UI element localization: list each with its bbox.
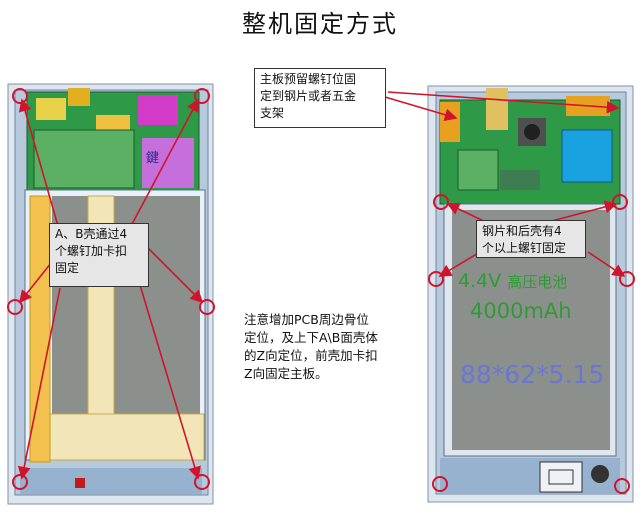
- right-camera-part: [486, 88, 508, 130]
- callout-pcb-positioning-note: 注意增加PCB周边骨位 定位，及上下A\B面壳体 的Z向定位，前壳加卡扣 Z向固…: [244, 312, 378, 381]
- right-ic-chip: [457, 149, 499, 191]
- screw-marker-bottom-right: [194, 474, 210, 490]
- right-camera-lens: [524, 124, 540, 140]
- arrow-to-clip-right: [139, 239, 204, 304]
- left-camera-block: [68, 88, 90, 106]
- arrow-to-plate-screw-mr: [587, 251, 626, 277]
- screw-marker-top-left: [12, 88, 28, 104]
- left-flex-base: [35, 413, 205, 461]
- plate-screw-marker-tl: [433, 194, 449, 210]
- left-board-lower: [33, 129, 135, 189]
- right-speaker-box: [539, 461, 583, 493]
- battery-voltage-label: 4.4V 高压电池: [458, 270, 567, 292]
- right-sim-tray: [561, 129, 613, 183]
- battery-dimensions-label: 88*62*5.15: [460, 360, 605, 389]
- plate-screw-marker-tr: [612, 194, 628, 210]
- plate-screw-marker-bl: [432, 476, 448, 492]
- page-title: 整机固定方式: [242, 10, 398, 38]
- battery-capacity-label: 4000mAh: [470, 299, 572, 323]
- clip-marker-right: [199, 299, 215, 315]
- arrow-to-plate-screw-ml: [438, 251, 481, 277]
- callout-board-screw-positions: 主板预留螺钉位固 定到钢片或者五金 支架: [254, 68, 386, 128]
- arrow-to-board-screw-right: [387, 91, 620, 114]
- shield-can-label: 鍵: [146, 150, 159, 166]
- plate-screw-marker-ml: [428, 271, 444, 287]
- right-phone: [367, 85, 635, 503]
- screw-marker-top-right: [194, 88, 210, 104]
- left-connector: [36, 98, 66, 120]
- battery-voltage: 4.4V: [458, 270, 502, 292]
- left-magenta-component: [138, 95, 178, 125]
- plate-screw-marker-mr: [619, 271, 635, 287]
- arrow-to-screw-tr: [129, 98, 199, 229]
- right-ic-chip-2: [500, 170, 540, 190]
- right-speaker-inner: [548, 469, 574, 485]
- arrow-to-screw-tl: [18, 98, 59, 227]
- right-motor: [591, 465, 609, 483]
- right-board-corner-part: [440, 102, 460, 142]
- arrow-to-screw-bl: [17, 287, 61, 480]
- screw-marker-bottom-left: [12, 474, 28, 490]
- clip-marker-left: [7, 299, 23, 315]
- callout-steel-plate-screws: 钢片和后壳有4 个以上螺钉固定: [476, 220, 586, 258]
- left-bottom-bar: [20, 468, 202, 494]
- right-bottom-bar: [440, 458, 620, 494]
- plate-screw-marker-br: [614, 478, 630, 494]
- left-phone: 鍵: [7, 83, 215, 505]
- arrow-to-plate-screw-tr: [547, 200, 618, 223]
- battery-type: 高压电池: [507, 273, 568, 291]
- left-shield-can: [142, 138, 194, 188]
- left-usb-port: [75, 478, 85, 488]
- callout-ab-shell-screws: A、B壳通过4 个螺钉加卡扣 固定: [49, 223, 149, 287]
- arrow-to-screw-br: [139, 284, 201, 480]
- left-side-strip: [29, 195, 51, 463]
